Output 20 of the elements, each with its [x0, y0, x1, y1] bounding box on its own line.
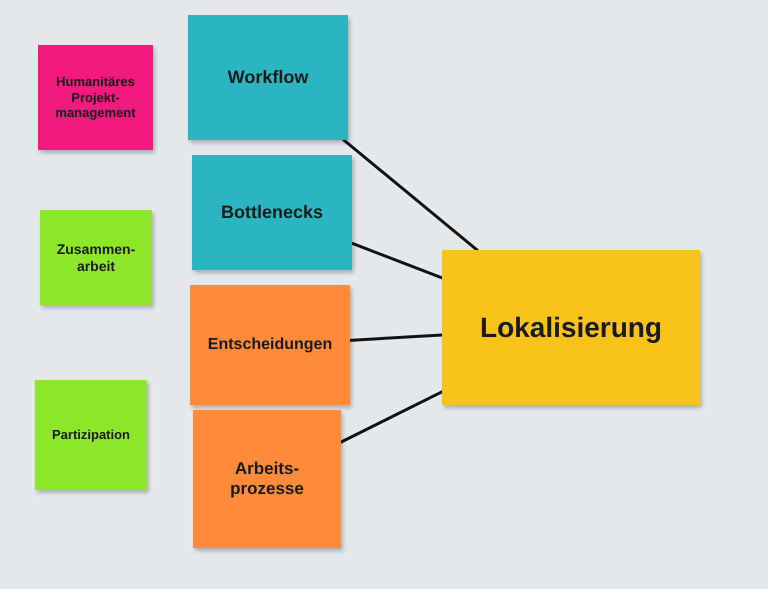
marker-line [350, 242, 444, 280]
sticky-note [35, 380, 147, 490]
sticky-note [190, 285, 350, 405]
sticky-note [192, 155, 352, 270]
marker-line [340, 390, 444, 444]
sticky-note [38, 45, 153, 150]
note-text: Partizipation [52, 427, 130, 443]
sticky-note [40, 210, 152, 305]
marker-line [348, 334, 444, 342]
note-text: Bottlenecks [220, 202, 324, 224]
note-text: Humanitäres Projekt-management [54, 74, 137, 121]
note-text: Arbeits-prozesse [229, 458, 305, 500]
sticky-note [442, 250, 700, 405]
note-text: Entscheidungen [208, 335, 332, 355]
note-text: Workflow [228, 66, 308, 88]
note-text: Zusammen-arbeit [56, 240, 136, 274]
sticky-note [193, 410, 341, 548]
note-text: Lokalisierung [480, 310, 662, 344]
sticky-note [188, 15, 348, 140]
marker-line [342, 138, 479, 252]
